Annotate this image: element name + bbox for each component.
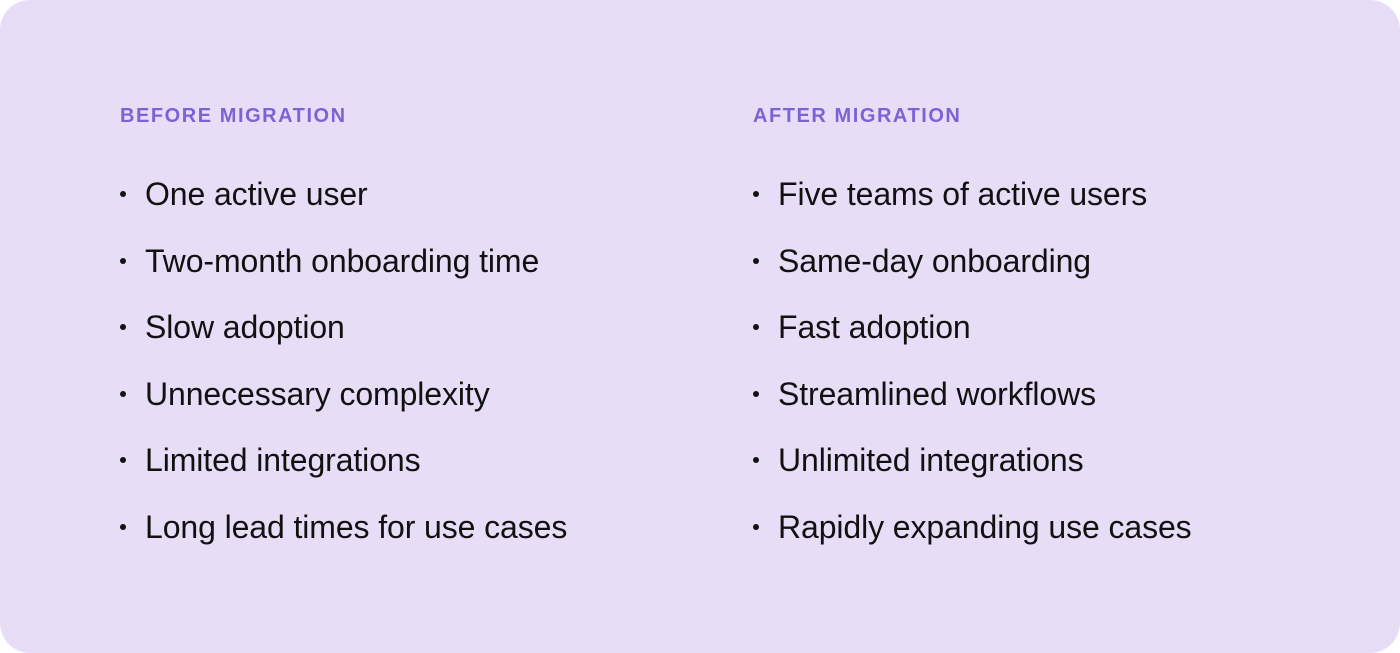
list-item: Long lead times for use cases bbox=[120, 507, 753, 547]
list-item-label: Five teams of active users bbox=[778, 176, 1148, 212]
column-heading-after: AFTER MIGRATION bbox=[753, 105, 962, 127]
list-item-label: Limited integrations bbox=[145, 442, 421, 478]
bullet-dot-icon bbox=[120, 257, 126, 264]
list-item: Unnecessary complexity bbox=[120, 374, 753, 414]
list-item-label: Unnecessary complexity bbox=[145, 375, 490, 412]
list-item: Five teams of active users bbox=[753, 174, 1386, 214]
bullet-dot-icon bbox=[753, 390, 759, 397]
bullet-list-after: Five teams of active users Same-day onbo… bbox=[753, 174, 1386, 547]
bullet-dot-icon bbox=[120, 191, 126, 197]
column-after-migration: AFTER MIGRATION Five teams of active use… bbox=[753, 104, 1386, 547]
bullet-dot-icon bbox=[753, 191, 759, 197]
bullet-dot-icon bbox=[753, 324, 759, 330]
comparison-columns: BEFORE MIGRATION One active user Two-mon… bbox=[120, 104, 1280, 547]
list-item-label: Unlimited integrations bbox=[778, 442, 1084, 478]
list-item: Same-day onboarding bbox=[753, 241, 1386, 281]
list-item: Limited integrations bbox=[120, 440, 753, 480]
column-before-migration: BEFORE MIGRATION One active user Two-mon… bbox=[120, 104, 753, 547]
list-item-label: Rapidly expanding use cases bbox=[778, 508, 1192, 545]
bullet-dot-icon bbox=[753, 457, 759, 463]
list-item-label: One active user bbox=[145, 176, 368, 212]
bullet-list-before: One active user Two-month onboarding tim… bbox=[120, 174, 753, 547]
list-item: Slow adoption bbox=[120, 307, 753, 347]
bullet-dot-icon bbox=[120, 324, 126, 330]
list-item-label: Slow adoption bbox=[145, 309, 345, 345]
list-item: Streamlined workflows bbox=[753, 374, 1386, 414]
list-item: Unlimited integrations bbox=[753, 440, 1386, 480]
list-item-label: Streamlined workflows bbox=[778, 375, 1097, 412]
bullet-dot-icon bbox=[753, 257, 759, 264]
list-item-label: Fast adoption bbox=[778, 309, 971, 345]
list-item: One active user bbox=[120, 174, 753, 214]
list-item: Rapidly expanding use cases bbox=[753, 507, 1386, 547]
list-item: Two-month onboarding time bbox=[120, 241, 753, 281]
bullet-dot-icon bbox=[753, 523, 759, 530]
bullet-dot-icon bbox=[120, 457, 126, 463]
bullet-dot-icon bbox=[120, 390, 126, 397]
bullet-dot-icon bbox=[120, 523, 126, 530]
list-item: Fast adoption bbox=[753, 307, 1386, 347]
list-item-label: Long lead times for use cases bbox=[145, 508, 568, 545]
list-item-label: Same-day onboarding bbox=[778, 242, 1091, 279]
list-item-label: Two-month onboarding time bbox=[145, 242, 540, 279]
column-heading-before: BEFORE MIGRATION bbox=[120, 105, 347, 127]
